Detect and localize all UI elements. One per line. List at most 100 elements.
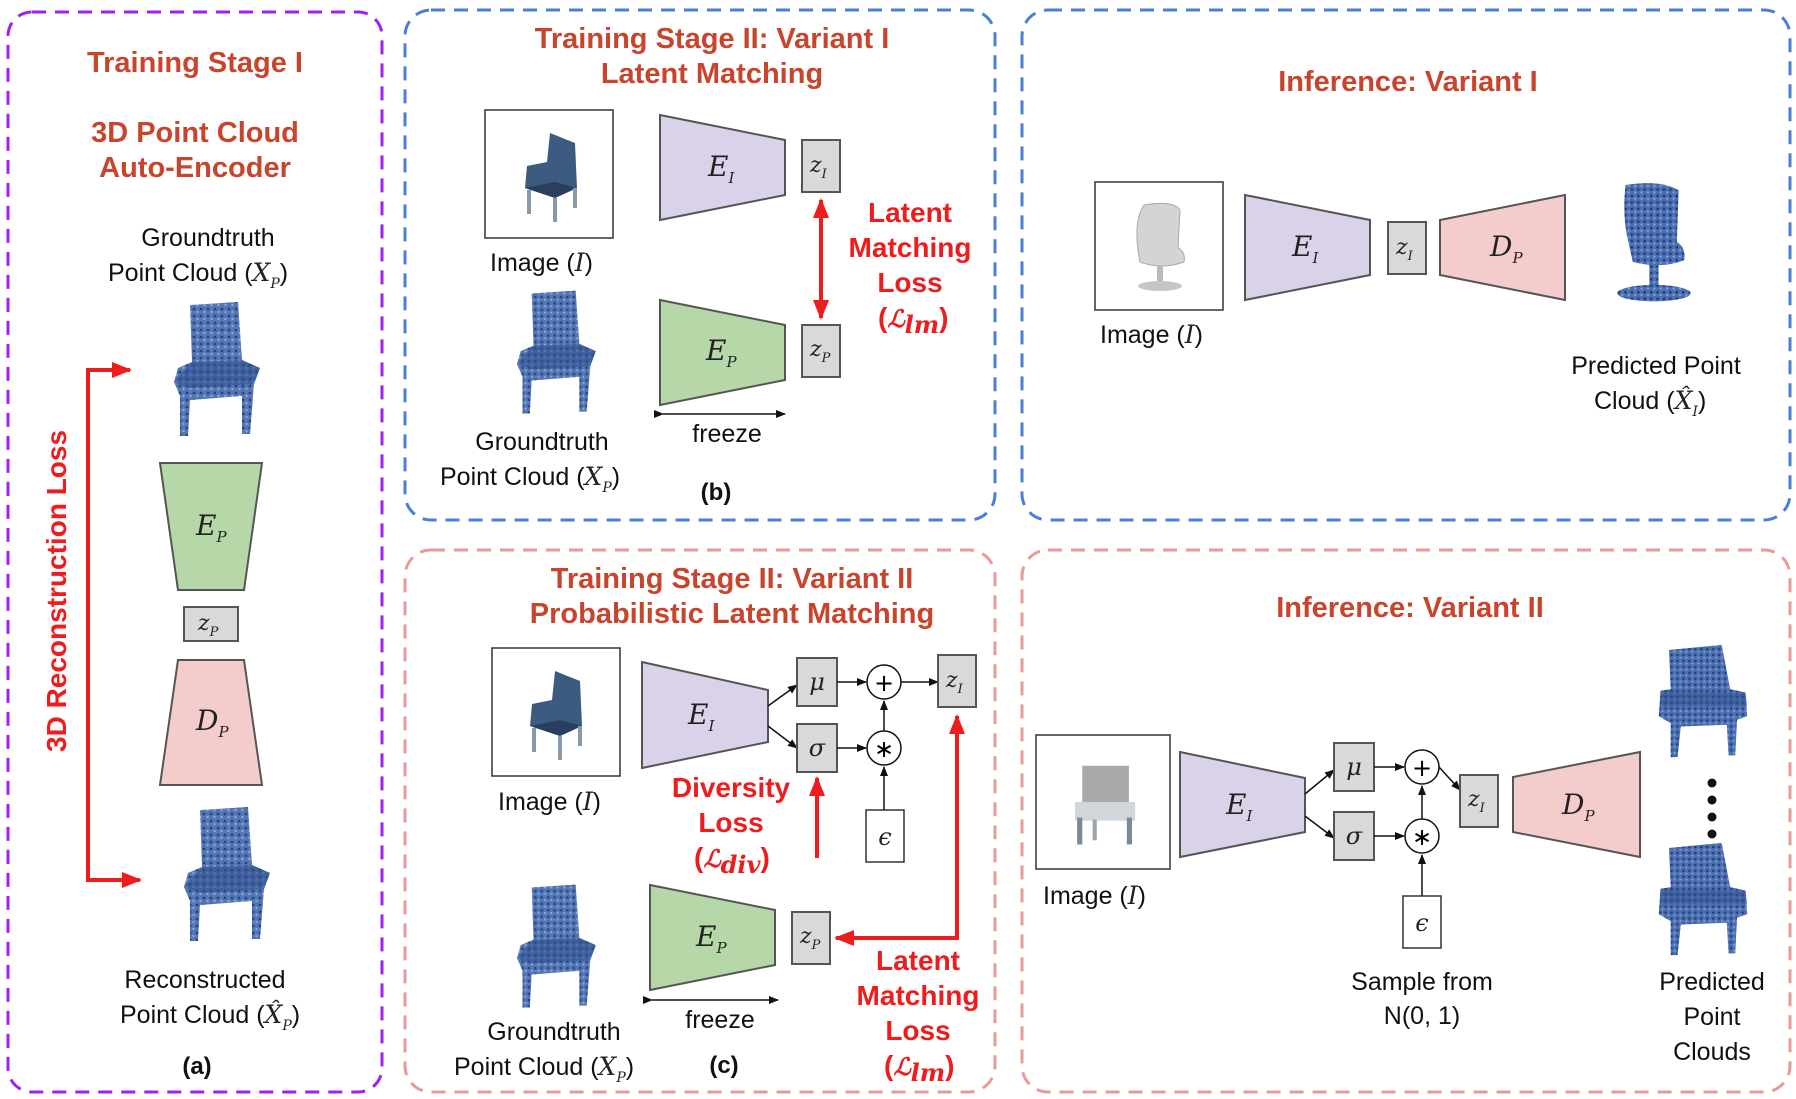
latent-zp-label: zP bbox=[197, 611, 219, 640]
encoder-ei bbox=[1244, 193, 1371, 302]
chair-point-cloud-icon bbox=[517, 884, 596, 1008]
caption-a: (a) bbox=[182, 1053, 211, 1080]
panel-a-title-1: Training Stage I bbox=[87, 47, 303, 79]
ellipsis-dot bbox=[1707, 778, 1717, 788]
latent-zi bbox=[1387, 221, 1427, 275]
panel-c-title-1: Training Stage II: Variant II bbox=[551, 563, 914, 595]
latent-zp-label: zP bbox=[799, 924, 821, 953]
latent-zi bbox=[937, 654, 977, 708]
arrow-to-mu bbox=[767, 684, 798, 707]
image-label: Image (I) bbox=[498, 787, 601, 816]
panel-e-border bbox=[1020, 548, 1792, 1094]
sample-label-line1: Sample from bbox=[1351, 968, 1493, 996]
decoder-dp-label: DP bbox=[195, 704, 229, 741]
caption-b: (b) bbox=[701, 479, 732, 506]
lm-loss-line3: Loss bbox=[885, 1015, 950, 1046]
encoder-ep bbox=[659, 298, 786, 407]
latent-zi-label: zI bbox=[1467, 787, 1486, 816]
gt-label-line1: Groundtruth bbox=[487, 1018, 620, 1046]
encoder-ep-label: EP bbox=[695, 920, 727, 957]
panel-d-border bbox=[1020, 8, 1792, 522]
latent-zp bbox=[801, 324, 841, 378]
arrow-to-sigma bbox=[1304, 815, 1335, 839]
chair-point-cloud-icon bbox=[1617, 183, 1691, 302]
panel-c: Training Stage II: Variant II Probabilis… bbox=[403, 548, 997, 1094]
chair-point-cloud-icon bbox=[1658, 842, 1748, 956]
freeze-label: freeze bbox=[692, 420, 761, 448]
plus-symbol: + bbox=[1412, 754, 1432, 782]
decoder-dp-label: DP bbox=[1561, 788, 1595, 825]
panel-b: Training Stage II: Variant I Latent Matc… bbox=[403, 8, 997, 522]
encoder-ep bbox=[158, 462, 264, 591]
encoder-ei-label: EI bbox=[687, 698, 715, 735]
gt-label-line2: Point Cloud (XP) bbox=[454, 1052, 634, 1086]
rec-label-line1: Reconstructed bbox=[124, 966, 285, 994]
image-label: Image (I) bbox=[490, 248, 593, 277]
caption-c: (c) bbox=[709, 1052, 738, 1079]
div-loss-line2: Loss bbox=[698, 807, 763, 838]
panel-a-border bbox=[6, 10, 384, 1094]
latent-zi-label: zI bbox=[809, 153, 828, 182]
times-symbol: ∗ bbox=[874, 735, 894, 763]
decoder-dp bbox=[1512, 750, 1641, 859]
arrow-to-sigma bbox=[767, 725, 798, 749]
decoder-dp bbox=[1439, 193, 1566, 302]
ellipsis-dot bbox=[1707, 795, 1717, 805]
latent-zi-label: zI bbox=[1395, 235, 1414, 264]
lm-loss-line2: Matching bbox=[857, 980, 980, 1011]
epsilon-box bbox=[1402, 895, 1442, 949]
epsilon-label: ϵ bbox=[1415, 909, 1428, 937]
decoder-dp bbox=[158, 659, 264, 786]
mu-box bbox=[1333, 742, 1375, 792]
panel-b-title-1: Training Stage II: Variant I bbox=[535, 23, 890, 55]
ellipsis-dot bbox=[1707, 829, 1717, 839]
encoder-ep bbox=[649, 883, 776, 992]
chair-point-cloud-icon bbox=[517, 290, 596, 414]
latent-zi-label: zI bbox=[945, 668, 964, 697]
div-loss-math: (ℒdiv) bbox=[694, 842, 770, 879]
latent-zi bbox=[801, 139, 841, 193]
encoder-ei-label: EI bbox=[707, 150, 735, 187]
panel-b-title-2: Latent Matching bbox=[601, 58, 823, 90]
sigma-label: σ bbox=[809, 734, 826, 762]
panel-d-title: Inference: Variant I bbox=[1278, 66, 1538, 98]
panel-e: Inference: Variant II Image (I) EI μ σ +… bbox=[1020, 548, 1792, 1094]
rec-label-line2: Point Cloud (X̂P) bbox=[120, 1000, 300, 1034]
image-label: Image (I) bbox=[1043, 881, 1146, 910]
mu-label: μ bbox=[1346, 753, 1362, 781]
panel-b-border bbox=[403, 8, 997, 522]
chair-point-cloud-icon bbox=[174, 302, 260, 436]
ellipsis-dot bbox=[1707, 812, 1717, 822]
lm-loss-math: (ℒlm) bbox=[878, 302, 948, 339]
latent-zi bbox=[1459, 774, 1499, 828]
pred-label-line1: Predicted Point bbox=[1571, 352, 1741, 380]
div-loss-line1: Diversity bbox=[672, 772, 791, 803]
times-symbol: ∗ bbox=[1412, 823, 1432, 851]
encoder-ei bbox=[659, 113, 786, 222]
panel-c-title-2: Probabilistic Latent Matching bbox=[530, 598, 934, 630]
lm-loss-line1: Latent bbox=[876, 945, 960, 976]
gt-label-line1: Groundtruth bbox=[141, 224, 274, 252]
lm-loss-line1: Latent bbox=[868, 197, 952, 228]
latent-zp bbox=[183, 606, 239, 642]
pred-label-line2: Cloud (X̂I) bbox=[1594, 386, 1706, 420]
lm-loss-math: (ℒlm) bbox=[884, 1050, 954, 1087]
encoder-ei-label: EI bbox=[1225, 788, 1253, 825]
panel-c-border bbox=[403, 548, 997, 1094]
sigma-box bbox=[796, 723, 838, 773]
encoder-ei bbox=[641, 660, 769, 770]
chair-point-cloud-icon bbox=[1658, 644, 1748, 758]
sample-label-line2: N(0, 1) bbox=[1384, 1002, 1460, 1030]
encoder-ei-label: EI bbox=[1291, 230, 1319, 267]
plus-symbol: + bbox=[874, 669, 894, 697]
panel-a-title-2: 3D Point Cloud bbox=[91, 117, 299, 149]
panel-d: Inference: Variant I Image (I) EI zI DP … bbox=[1020, 8, 1792, 522]
sigma-label: σ bbox=[1346, 822, 1363, 850]
epsilon-label: ϵ bbox=[878, 823, 891, 851]
arrow-to-mu bbox=[1304, 769, 1335, 795]
latent-zp bbox=[791, 911, 831, 965]
pred-label-line1: Predicted bbox=[1659, 968, 1765, 996]
lm-loss-line2: Matching bbox=[849, 232, 972, 263]
pred-label-line2: Point bbox=[1684, 1003, 1741, 1031]
